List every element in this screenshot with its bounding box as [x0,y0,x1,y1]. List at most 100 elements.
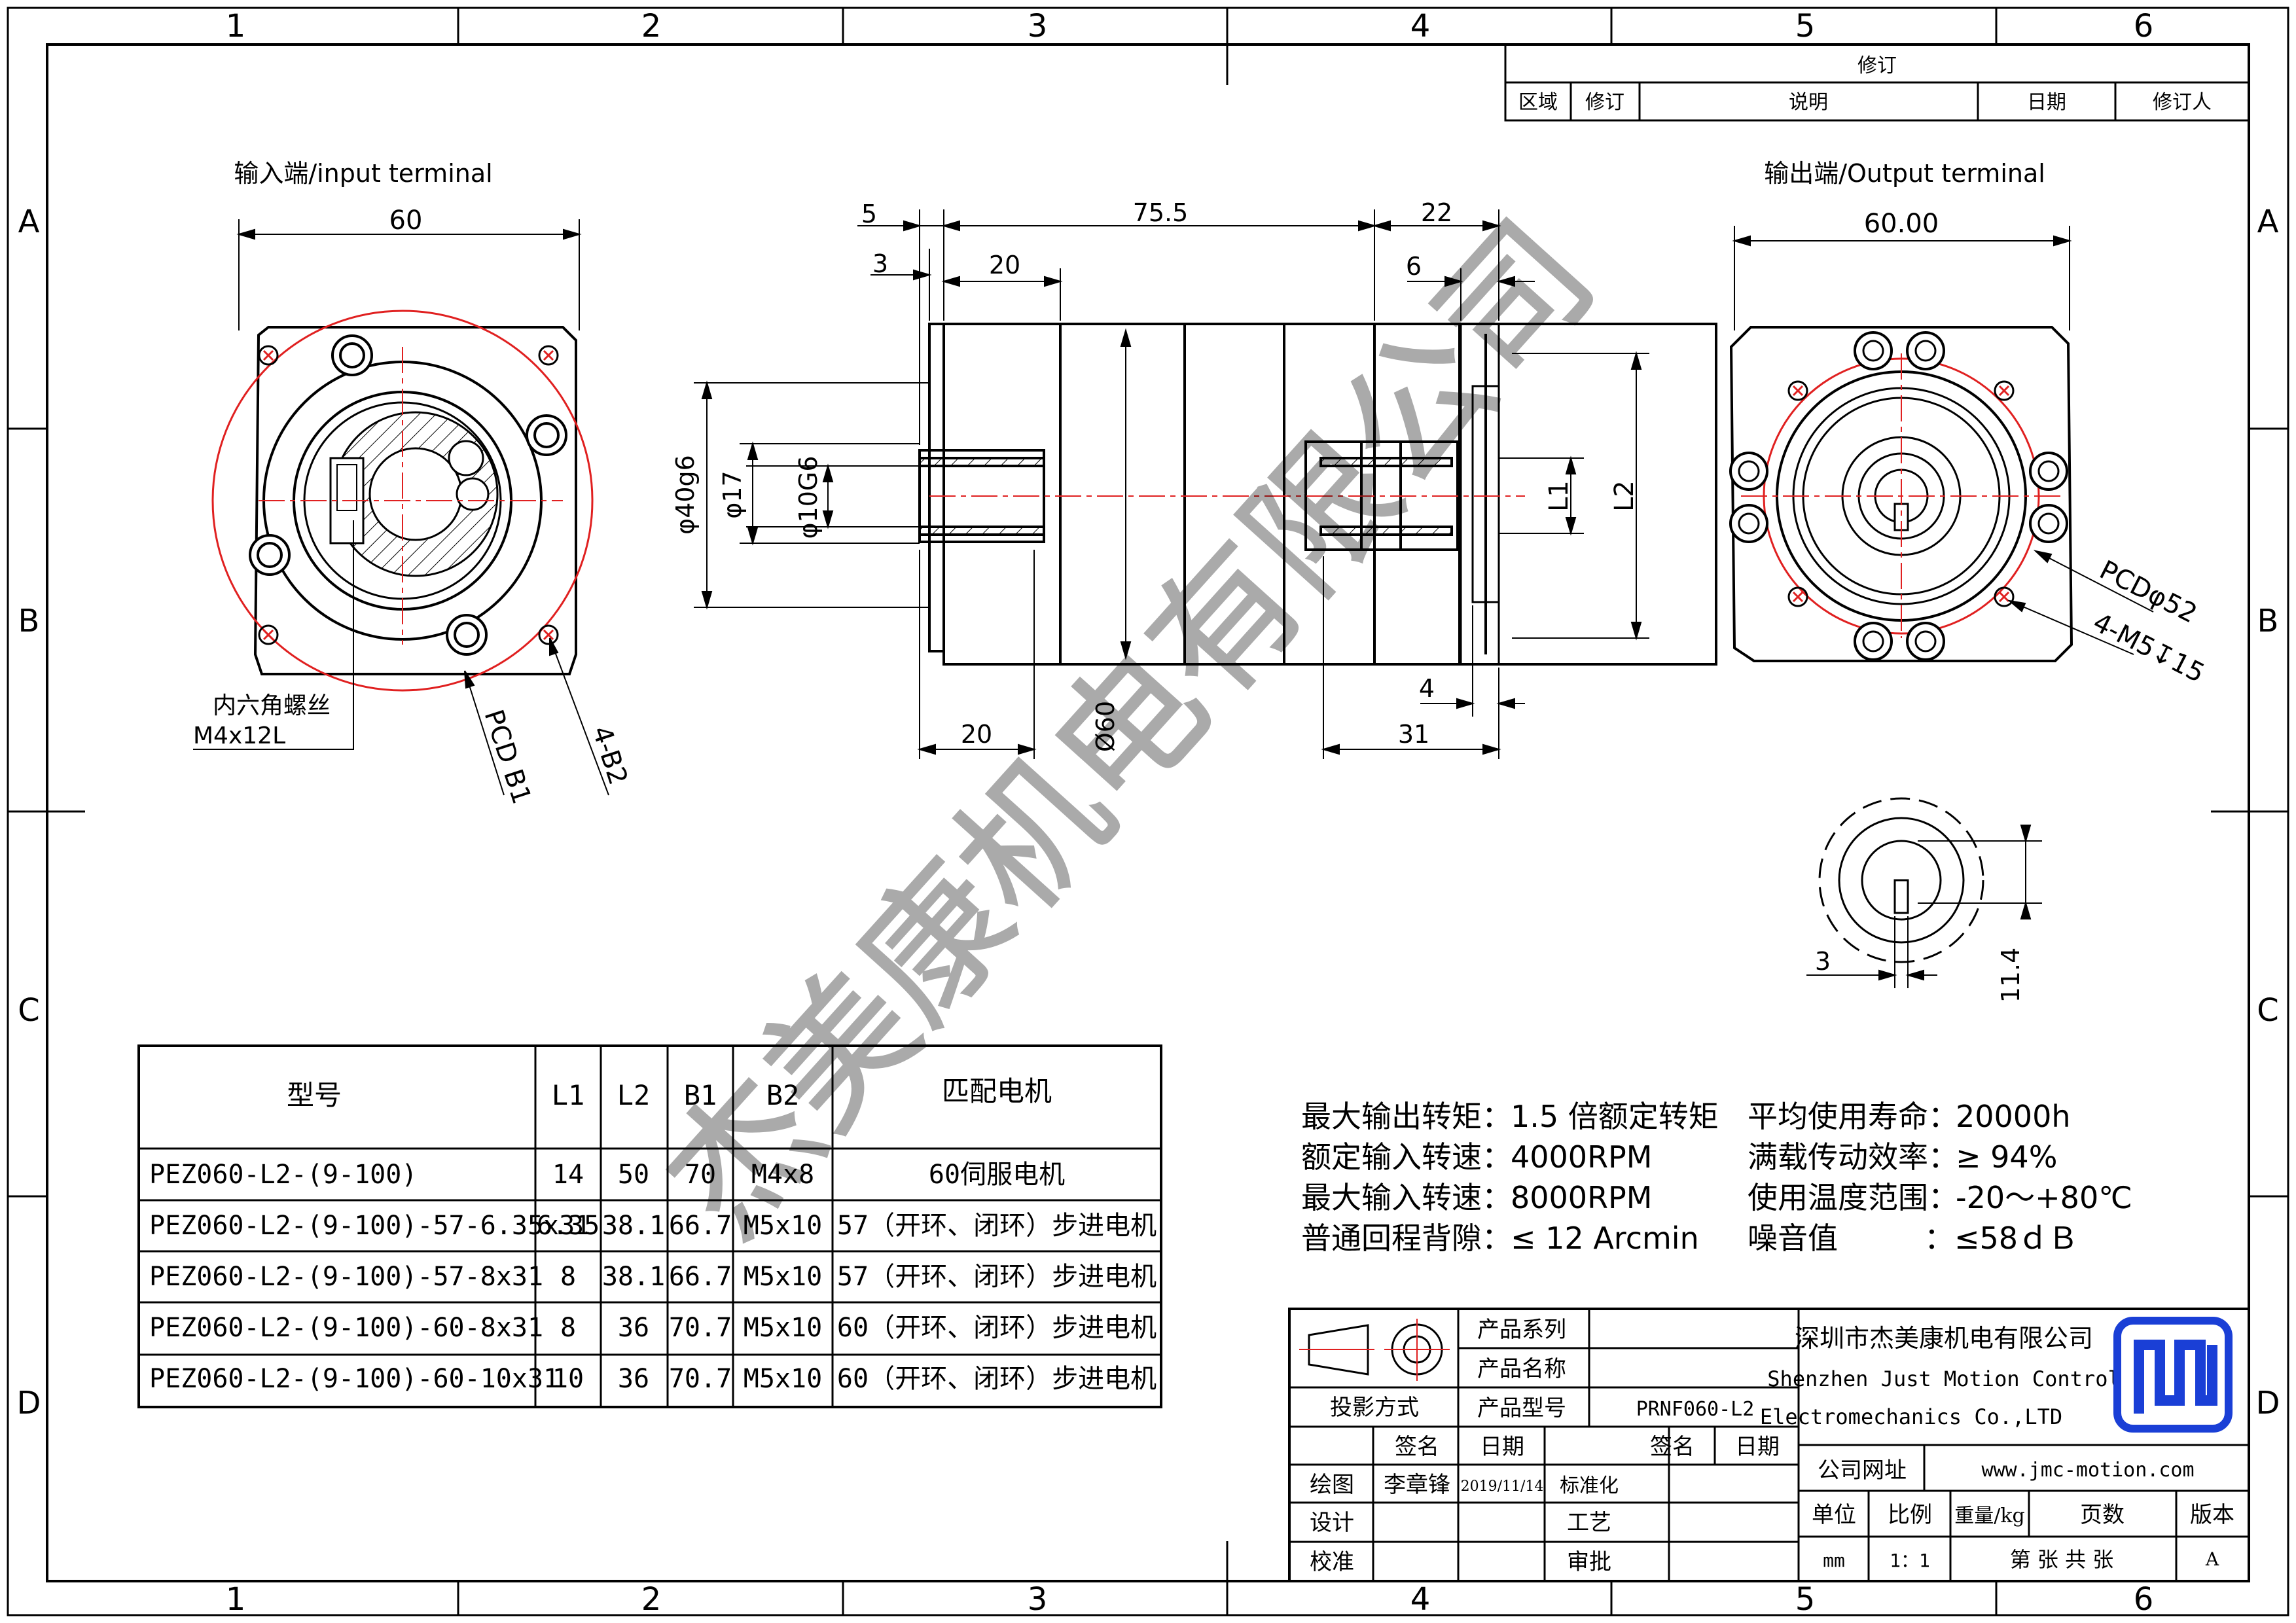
weight-label: 重量/kg [1954,1505,2025,1527]
table-header: B1 [684,1079,717,1111]
col-label: 5 [1795,8,1816,45]
spec-label: 平均使用寿命： [1748,1099,1958,1134]
spec-item: 噪音值：≤58ｄＢ [1748,1221,2078,1256]
table-cell: 57（开环、闭环）步进电机 [837,1211,1157,1241]
table-row: PEZ060-L2-(9-100)-57-6.35x31 6.35 38.1 6… [149,1211,1157,1241]
table-cell: PEZ060-L2-(9-100) [149,1160,417,1190]
company-url: www.jmc-motion.com [1981,1459,2194,1482]
drawer-name: 李章锋 [1384,1472,1450,1498]
version-label: 版本 [2190,1502,2234,1528]
revision-header: 修订 [1585,91,1624,114]
projection-symbol-icon [1299,1319,1450,1381]
model-table: 型号 L1 L2 B1 B2 匹配电机 PEZ060-L2-(9-100) 14… [137,1044,1162,1408]
table-cell: 8 [560,1313,576,1343]
table-cell: M4x8 [751,1160,814,1190]
screw-label-2: M4x12L [193,722,285,749]
output-view-title: 输出端/Output terminal [1764,159,2045,188]
version-value: A [2205,1548,2219,1570]
revision-header: 说明 [1789,91,1828,114]
spec-label: 最大输出转矩： [1301,1099,1512,1134]
dim-phi60: Ø60 [1091,701,1120,752]
pages-label: 页数 [2080,1502,2125,1528]
spec-item: 平均使用寿命：20000h [1748,1099,2071,1134]
table-cell: 57（开环、闭环）步进电机 [837,1262,1157,1292]
detail-dim-11-4: 11.4 [1996,948,2025,1003]
frame-col-labels: 1 2 3 4 5 6 1 2 3 4 5 6 [226,8,2154,1618]
dim-L1: L1 [1544,480,1574,512]
row-label: D [2256,1385,2280,1421]
revision-header: 修订人 [2153,91,2212,114]
pages-value: 第 张 共 张 [2010,1547,2114,1572]
col-label: 3 [1028,8,1048,45]
check-label: 校准 [1310,1549,1354,1575]
spec-label: 使用温度范围： [1748,1180,1958,1215]
dim-6: 6 [1406,252,1422,281]
table-cell: 66.7 [669,1262,732,1292]
table-cell: PEZ060-L2-(9-100)-60-10x31 [149,1364,559,1394]
screw-label-1: 内六角螺丝 [213,692,331,719]
table-cell: 70.7 [669,1313,732,1343]
spec-list: 最大输出转矩：1.5 倍额定转矩 额定输入转速：4000RPM 最大输入转速：8… [1301,1099,2132,1256]
table-cell: 6.35 [537,1211,600,1241]
row-label: D [17,1385,41,1421]
unit-label: 单位 [1812,1502,1856,1528]
row-label: B [18,603,40,639]
sign-header-2: 签名 [1650,1434,1695,1460]
date-header: 日期 [1480,1434,1524,1460]
output-hex-bolts [1729,331,2068,661]
scale-value: 1：1 [1890,1550,1930,1571]
company-name-en-1: Shenzhen Just Motion Control [1767,1366,2120,1391]
revision-header: 区域 [1518,91,1558,114]
dim-L2: L2 [1609,480,1640,512]
draw-date: 2019/11/14 [1461,1478,1544,1495]
spec-value: ≤ 12 Arcmin [1511,1221,1699,1256]
draw-label: 绘图 [1310,1472,1354,1498]
dim-phi10: φ10G6 [794,455,823,539]
col-label: 2 [641,1581,662,1618]
revision-table: 修订 区域 修订 说明 日期 修订人 [1504,43,2250,122]
sheet-frame [7,7,2289,1616]
company-logo-icon [2113,1317,2233,1433]
col-label: 2 [641,8,662,45]
name-label: 产品名称 [1477,1356,1566,1382]
row-label: A [2257,204,2279,240]
table-cell: 60（开环、闭环）步进电机 [837,1313,1157,1343]
projection-label: 投影方式 [1330,1395,1419,1421]
title-block: 投影方式 产品系列 产品名称 产品型号 PRNF060-L2 签名 日期 签名 … [1288,1308,2250,1582]
col-label: 3 [1028,1581,1048,1618]
row-label: B [2257,603,2279,639]
table-header: B2 [766,1079,800,1111]
input-corner-holes [258,345,559,645]
spec-value: ：≤58ｄＢ [1924,1221,2078,1256]
spec-value: 20000h [1956,1099,2071,1134]
model-label: 产品型号 [1477,1395,1566,1421]
dim-4: 4 [1419,674,1435,703]
table-cell: 38.1 [602,1211,665,1241]
company-name-cn: 深圳市杰美康机电有限公司 [1795,1324,2093,1353]
spec-item: 使用温度范围：-20～+80℃ [1748,1180,2132,1215]
table-header: 匹配电机 [942,1075,1052,1107]
table-cell: M5x10 [744,1211,822,1241]
model-value: PRNF060-L2 [1636,1398,1755,1421]
dim-20-bottom: 20 [961,720,992,749]
table-row: PEZ060-L2-(9-100)-60-8x31 8 36 70.7 M5x1… [149,1313,1157,1343]
table-cell: 38.1 [602,1262,665,1292]
revision-header: 日期 [2027,91,2066,114]
spec-label: 最大输入转速： [1301,1180,1512,1215]
dim-31: 31 [1398,720,1429,749]
keyway-detail-view: 3 11.4 [1806,797,2042,1003]
table-cell: PEZ060-L2-(9-100)-57-6.35x31 [149,1211,590,1241]
table-header: L2 [617,1079,651,1111]
table-cell: M5x10 [744,1364,822,1394]
url-label: 公司网址 [1818,1457,1907,1484]
output-terminal-view: 输出端/Output terminal 60.00 [1729,159,2210,689]
frame-row-labels: A B C D A B C D [17,204,2280,1421]
spec-item: 普通回程背隙：≤ 12 Arcmin [1301,1221,1699,1256]
table-cell: 50 [618,1160,649,1190]
row-label: C [18,992,40,1029]
col-label: 6 [2134,8,2154,45]
dim-3: 3 [872,249,888,278]
spec-item: 最大输出转矩：1.5 倍额定转矩 [1301,1099,1719,1134]
spec-value: -20～+80℃ [1956,1180,2132,1215]
approve-label: 审批 [1567,1549,1611,1575]
